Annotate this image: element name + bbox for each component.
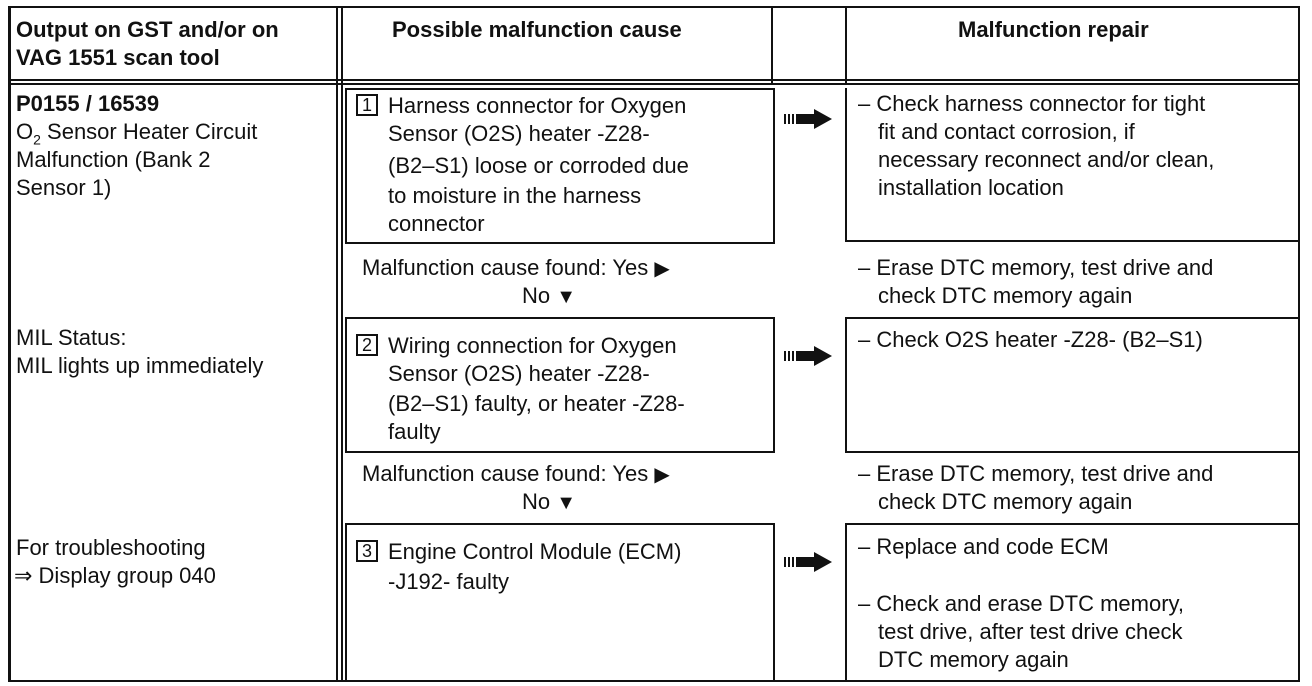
step3-cause-line2: -J192- faulty: [388, 569, 510, 594]
found-no-1: No ▼: [522, 283, 577, 308]
triangle-right-icon: ▶: [654, 464, 670, 486]
step3-repair2-line3: DTC memory again: [878, 647, 1069, 672]
step1-cause-line4: to moisture in the harness: [388, 183, 642, 208]
header-bottom-border: [10, 79, 1300, 81]
step1-cause-line3: (B2–S1) loose or corroded due: [388, 153, 689, 178]
step1-cause-line2: Sensor (O2S) heater -Z28-: [388, 121, 650, 146]
fault-desc-line3: Sensor 1): [16, 175, 112, 200]
repair-box-2: [845, 317, 1298, 453]
step3-repair2-line1: – Check and erase DTC memory,: [858, 591, 1185, 616]
triangle-right-icon: ▶: [654, 258, 670, 280]
triangle-down-icon: ▼: [556, 286, 577, 308]
step-number-box: 3: [356, 540, 378, 562]
header-divider-2: [771, 6, 773, 83]
step3-repair-line1: – Replace and code ECM: [858, 534, 1109, 559]
header-col1-line1: Output on GST and/or on: [16, 17, 279, 42]
header-col2: Possible malfunction cause: [392, 17, 682, 42]
found-repair-2-line1: – Erase DTC memory, test drive and: [858, 461, 1214, 486]
step2-cause-line4: faulty: [388, 419, 441, 444]
troubleshooting-link: ⇒ Display group 040: [14, 563, 216, 588]
step2-cause-line3: (B2–S1) faulty, or heater -Z28-: [388, 391, 685, 416]
header-bottom-border-2: [10, 83, 1300, 85]
fault-desc-line2: Malfunction (Bank 2: [16, 147, 211, 172]
col-divider-1a: [336, 6, 338, 682]
step-number-box: 2: [356, 334, 378, 356]
step2-repair-line1: – Check O2S heater -Z28- (B2–S1): [858, 327, 1203, 352]
repair-box-3: [845, 523, 1298, 682]
col-divider-1b: [341, 6, 343, 682]
cause-box-1: [345, 88, 775, 244]
triangle-down-icon: ▼: [556, 492, 577, 514]
table-right-border: [1298, 6, 1300, 682]
found-no-2: No ▼: [522, 489, 577, 514]
found-repair-1-line2: check DTC memory again: [878, 283, 1133, 308]
step-number-box: 1: [356, 94, 378, 116]
header-col1-line2: VAG 1551 scan tool: [16, 45, 220, 70]
step1-cause-line5: connector: [388, 211, 485, 236]
table-bottom-border: [10, 680, 1300, 682]
step1-repair-line2: fit and contact corrosion, if: [878, 119, 1135, 144]
cause-box-2: [345, 317, 775, 453]
fault-code: P0155 / 16539: [16, 91, 160, 116]
fault-desc-line1: O2 Sensor Heater Circuit: [16, 119, 258, 148]
mil-status-value: MIL lights up immediately: [16, 353, 264, 378]
step1-repair-line3: necessary reconnect and/or clean,: [878, 147, 1215, 172]
table-left-border: [8, 6, 11, 682]
mil-status-label: MIL Status:: [16, 325, 127, 350]
found-repair-1-line1: – Erase DTC memory, test drive and: [858, 255, 1214, 280]
step2-cause-line2: Sensor (O2S) heater -Z28-: [388, 361, 650, 386]
found-yes-1: Malfunction cause found: Yes ▶: [362, 255, 670, 280]
cause-box-3: [345, 523, 775, 682]
step1-repair-line1: – Check harness connector for tight: [858, 91, 1206, 116]
table-top-border: [10, 6, 1300, 8]
found-repair-2-line2: check DTC memory again: [878, 489, 1133, 514]
header-col3: Malfunction repair: [958, 17, 1149, 42]
step1-repair-line4: installation location: [878, 175, 1064, 200]
arrow-right-icon: [784, 109, 832, 129]
arrow-right-icon: [784, 346, 832, 366]
found-yes-2: Malfunction cause found: Yes ▶: [362, 461, 670, 486]
troubleshooting-label: For troubleshooting: [16, 535, 206, 560]
arrow-right-icon: [784, 552, 832, 572]
step3-repair2-line2: test drive, after test drive check: [878, 619, 1183, 644]
repair-box-1: [845, 88, 1298, 242]
header-divider-3: [845, 6, 847, 83]
